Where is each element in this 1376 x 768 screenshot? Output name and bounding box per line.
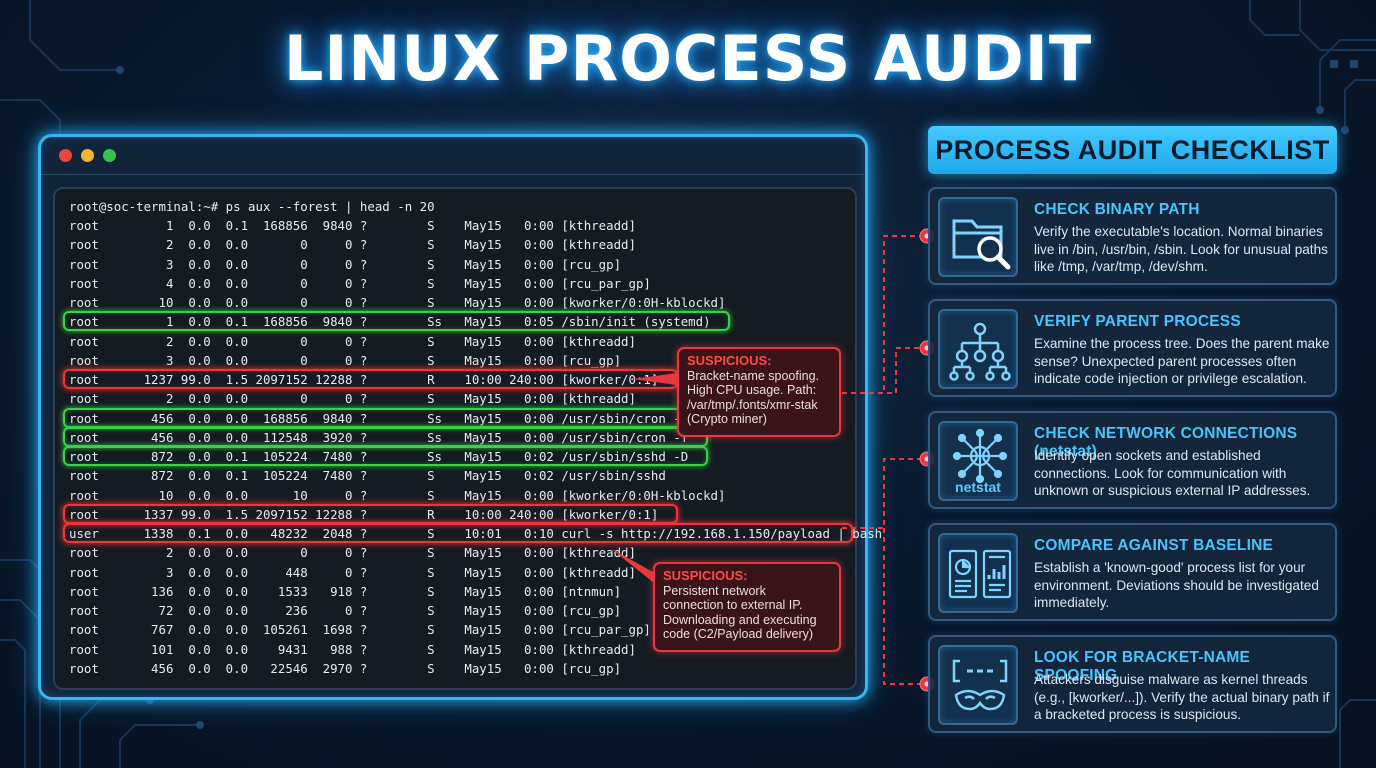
process-row[interactable]: root 456 0.0 0.0 112548 3920 ? Ss May15 … [69, 429, 689, 445]
process-row[interactable]: root 2 0.0 0.0 0 0 ? S May15 0:00 [kthre… [69, 237, 636, 253]
process-row[interactable]: root 3 0.0 0.0 0 0 ? S May15 0:00 [rcu_g… [69, 352, 622, 368]
process-row[interactable]: root 456 0.0 0.0 22546 2970 ? S May15 0:… [69, 660, 622, 676]
card-description: Establish a 'known-good' process list fo… [1034, 560, 1319, 610]
checklist-card-bracket-spoofing[interactable]: LOOK FOR BRACKET-NAME SPOOFING Attackers… [928, 635, 1337, 733]
card-title: CHECK NETWORK CONNECTIONS (netstat) [1034, 425, 1298, 460]
suspicious-callout-miner: SUSPICIOUS: Bracket-name spoofing. High … [677, 347, 841, 437]
process-row[interactable]: root 136 0.0 0.0 1533 918 ? S May15 0:00… [69, 583, 622, 599]
process-row[interactable]: root 3 0.0 0.0 448 0 ? S May15 0:00 [kth… [69, 564, 636, 580]
card-description: Attackers disguise malware as kernel thr… [1034, 672, 1330, 722]
process-row[interactable]: user 1338 0.1 0.0 48232 2048 ? S 10:01 0… [69, 526, 883, 541]
callout-line: /var/tmp/.fonts/xmr-stak [687, 397, 818, 412]
minimize-window-dot-icon[interactable] [81, 149, 94, 162]
terminal-prompt: root@soc-terminal:~# ps aux --forest | h… [69, 199, 435, 214]
card-description: Examine the process tree. Does the paren… [1034, 336, 1330, 386]
process-row[interactable]: root 2 0.0 0.0 0 0 ? S May15 0:00 [kthre… [69, 545, 636, 561]
network-hub-icon: netstat [938, 421, 1018, 501]
page-title: LINUX PROCESS AUDIT [283, 22, 1093, 95]
close-window-dot-icon[interactable] [59, 149, 72, 162]
process-row[interactable]: root 1 0.0 0.1 168856 9840 ? S May15 0:0… [69, 218, 636, 233]
callout-line: (Crypto miner) [687, 412, 767, 426]
card-description: Verify the executable's location. Normal… [1034, 224, 1328, 274]
process-row[interactable]: root 1237 99.0 1.5 2097152 12288 ? R 10:… [69, 372, 659, 387]
legit-process-highlight [63, 311, 731, 332]
process-row[interactable]: root 872 0.0 0.1 105224 7480 ? S May15 0… [69, 468, 666, 484]
callout-line: code (C2/Payload delivery) [663, 627, 814, 641]
suspicious-callout-c2: SUSPICIOUS: Persistent network connectio… [653, 562, 841, 652]
folder-search-icon [938, 197, 1018, 277]
suspicious-process-highlight [63, 503, 678, 524]
checklist-card-baseline[interactable]: COMPARE AGAINST BASELINE Establish a 'kn… [928, 523, 1337, 621]
process-row[interactable]: root 1337 99.0 1.5 2097152 12288 ? R 10:… [69, 506, 659, 522]
card-title: CHECK BINARY PATH [1034, 201, 1200, 218]
checklist-card-network[interactable]: netstat CHECK NETWORK CONNECTIONS (netst… [928, 411, 1337, 509]
checklist-card-parent-process[interactable]: VERIFY PARENT PROCESS Examine the proces… [928, 299, 1337, 397]
callout-line: Persistent network [663, 583, 766, 598]
maximize-window-dot-icon[interactable] [103, 149, 116, 162]
card-title: LOOK FOR BRACKET-NAME SPOOFING [1034, 649, 1251, 684]
suspicious-process-highlight [63, 523, 853, 543]
callout-line: connection to external IP. [663, 598, 803, 612]
callout-line: Downloading and executing [663, 612, 817, 627]
mask-icon [938, 645, 1018, 725]
netstat-icon-label: netstat [955, 479, 1001, 495]
process-row[interactable]: root 2 0.0 0.0 0 0 ? S May15 0:00 [kthre… [69, 391, 636, 407]
process-row[interactable]: root 3 0.0 0.0 0 0 ? S May15 0:00 [rcu_g… [69, 256, 622, 272]
process-row[interactable]: root 101 0.0 0.0 9431 988 ? S May15 0:00… [69, 641, 636, 657]
legit-process-highlight [63, 446, 708, 466]
callout-line: High CPU usage. Path: [687, 383, 817, 397]
process-row[interactable]: root 72 0.0 0.0 236 0 ? S May15 0:00 [rc… [69, 603, 622, 618]
checklist-card-binary-path[interactable]: CHECK BINARY PATH Verify the executable'… [928, 187, 1337, 285]
process-row[interactable]: root 1 0.0 0.1 168856 9840 ? Ss May15 0:… [69, 314, 711, 330]
card-title: VERIFY PARENT PROCESS [1034, 313, 1241, 330]
process-row[interactable]: root 10 0.0 0.0 0 0 ? S May15 0:00 [kwor… [69, 295, 726, 310]
card-title: COMPARE AGAINST BASELINE [1034, 537, 1274, 554]
process-row[interactable]: root 456 0.0 0.0 168856 9840 ? Ss May15 … [69, 410, 689, 426]
process-row[interactable]: root 2 0.0 0.0 0 0 ? S May15 0:00 [kthre… [69, 333, 636, 349]
card-description: Identify open sockets and established co… [1034, 448, 1311, 498]
callout-heading: SUSPICIOUS: [687, 353, 772, 368]
baseline-documents-icon [938, 533, 1018, 613]
checklist-header: PROCESS AUDIT CHECKLIST [928, 126, 1337, 174]
process-row[interactable]: root 4 0.0 0.0 0 0 ? S May15 0:00 [rcu_p… [69, 275, 651, 291]
terminal-titlebar [41, 137, 865, 175]
process-tree-icon [938, 309, 1018, 389]
process-row[interactable]: root 10 0.0 0.0 10 0 ? S May15 0:00 [kwo… [69, 487, 726, 503]
process-row[interactable]: root 767 0.0 0.0 105261 1698 ? S May15 0… [69, 622, 651, 638]
callout-line: Bracket-name spoofing. [687, 368, 820, 383]
process-row[interactable]: root 872 0.0 0.1 105224 7480 ? Ss May15 … [69, 449, 689, 464]
callout-heading: SUSPICIOUS: [663, 568, 748, 583]
